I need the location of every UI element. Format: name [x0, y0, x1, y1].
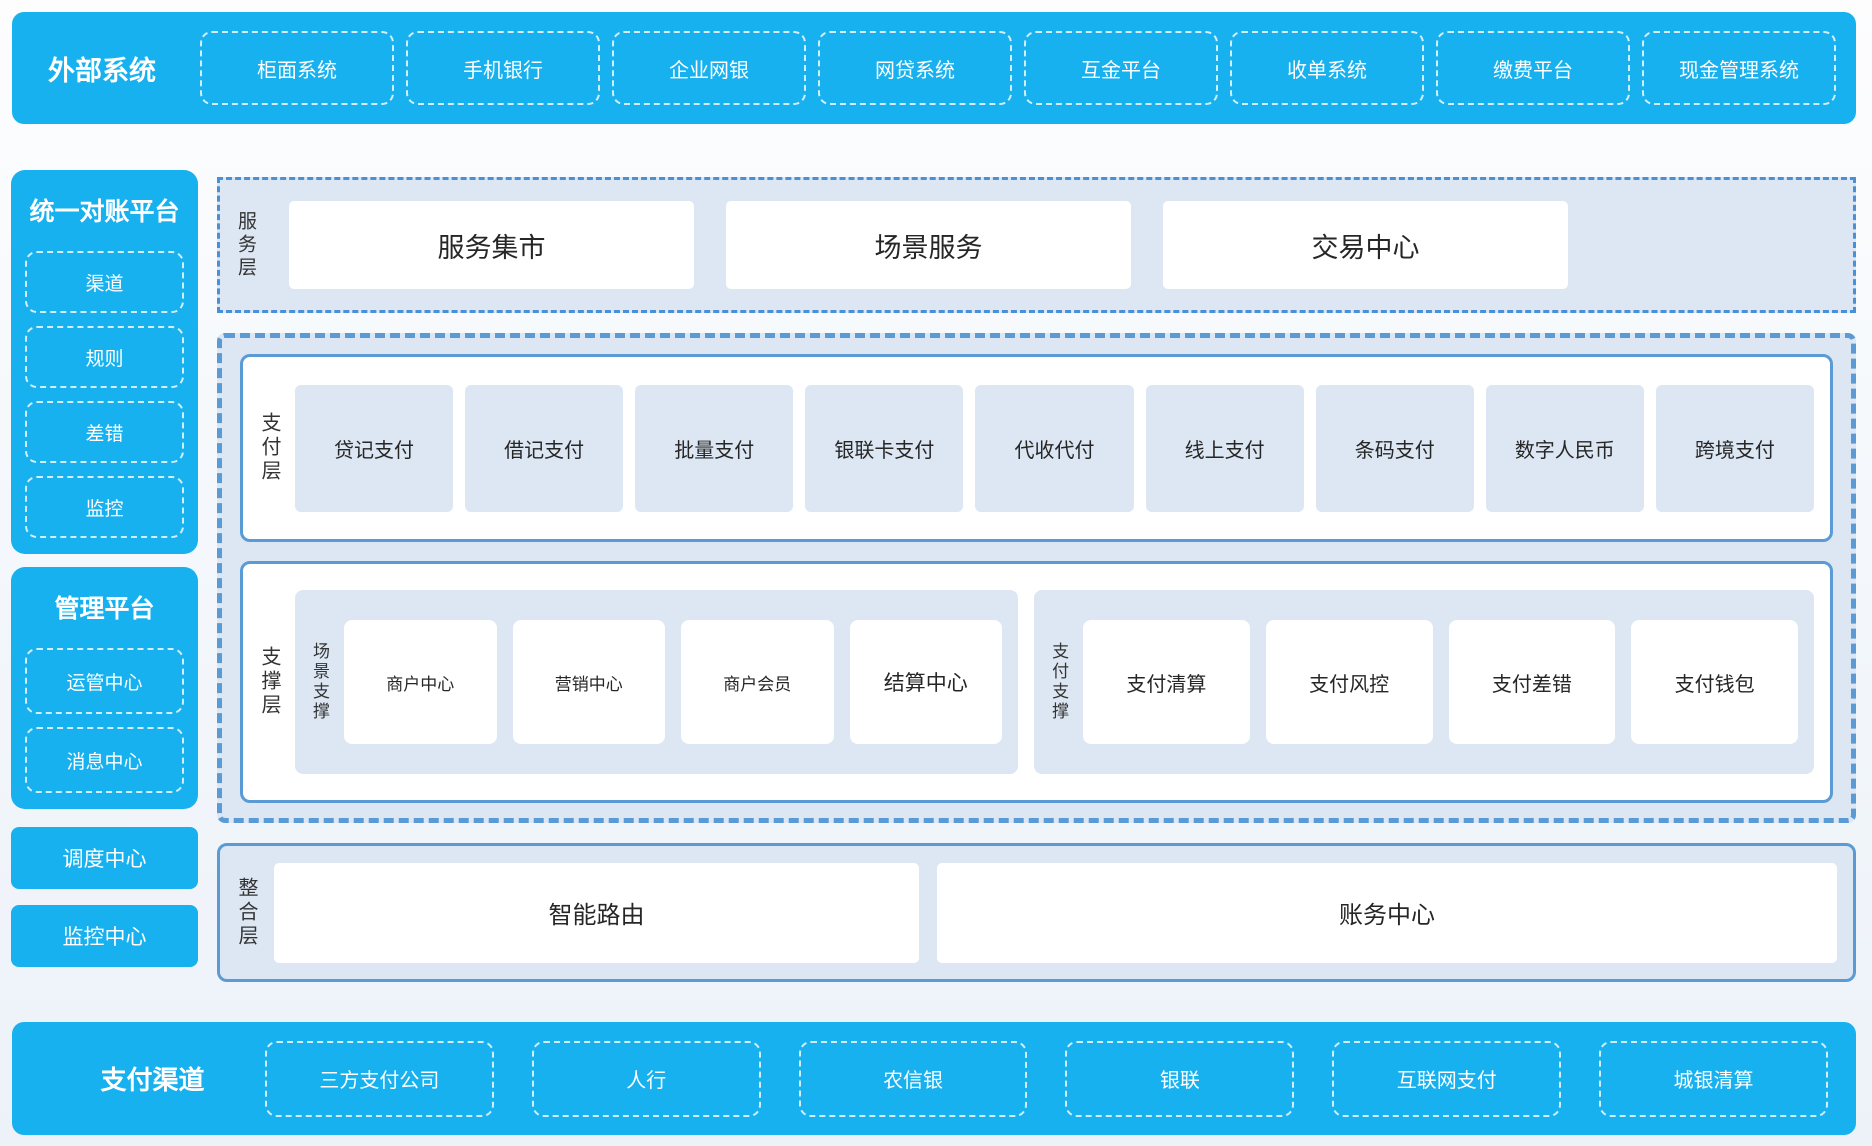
- dispatch-center-box: 调度中心: [11, 827, 198, 889]
- integration-layer-label: 整合层: [235, 876, 257, 949]
- payment-support-label: 支付支撑: [1049, 642, 1069, 722]
- sidebar-item: 运管中心: [25, 648, 184, 714]
- payment-layer-label: 支付层: [258, 412, 280, 484]
- payment-channels-items: 三方支付公司 人行 农信银 银联 互联网支付 城银清算: [265, 1040, 1828, 1117]
- payment-item: 借记支付: [465, 384, 624, 512]
- sidebar-item: 差错: [25, 401, 184, 463]
- integration-item: 智能路由: [274, 862, 919, 963]
- payment-channel-item: 农信银: [798, 1040, 1028, 1117]
- main-diagram-area: 服务层 服务集市 场景服务 交易中心 支付层 贷记支付 借记支付 批量支付 银联…: [217, 177, 1856, 982]
- support-item: 商户会员: [681, 620, 834, 744]
- external-systems-title: 外部系统: [48, 55, 156, 86]
- payment-channels-title: 支付渠道: [100, 1065, 205, 1095]
- external-system-item: 缴费平台: [1436, 31, 1630, 105]
- sidebar-item: 监控: [25, 476, 184, 538]
- external-system-item: 收单系统: [1230, 31, 1424, 105]
- payment-item: 银联卡支付: [805, 384, 964, 512]
- support-layer-label: 支撑层: [258, 646, 280, 718]
- integration-layer: 整合层 智能路由 账务中心: [217, 843, 1856, 982]
- management-platform-block: 管理平台 运管中心 消息中心: [11, 567, 198, 809]
- external-system-item: 互金平台: [1024, 31, 1218, 105]
- service-layer: 服务层 服务集市 场景服务 交易中心: [217, 177, 1856, 313]
- external-system-item: 柜面系统: [200, 31, 394, 105]
- payment-item: 代收代付: [975, 384, 1134, 512]
- payment-channels-bar: 支付渠道 三方支付公司 人行 农信银 银联 互联网支付 城银清算: [12, 1022, 1856, 1135]
- sidebar-item: 消息中心: [25, 727, 184, 793]
- payment-channel-item: 互联网支付: [1332, 1040, 1562, 1117]
- external-system-item: 现金管理系统: [1642, 31, 1836, 105]
- payment-item: 贷记支付: [295, 384, 454, 512]
- support-item: 商户中心: [344, 620, 497, 744]
- payment-item: 线上支付: [1145, 384, 1304, 512]
- integration-item: 账务中心: [937, 862, 1837, 963]
- external-system-item: 网贷系统: [818, 31, 1012, 105]
- external-system-item: 手机银行: [406, 31, 600, 105]
- support-item: 结算中心: [849, 620, 1003, 744]
- payment-item: 跨境支付: [1655, 384, 1814, 512]
- payment-item: 数字人民币: [1485, 384, 1644, 512]
- reconciliation-platform-title: 统一对账平台: [29, 198, 180, 226]
- payment-channel-item: 人行: [531, 1040, 761, 1117]
- scene-support-group: 场景支撑 商户中心 营销中心 商户会员 结算中心: [295, 590, 1019, 774]
- external-systems-items: 柜面系统 手机银行 企业网银 网贷系统 互金平台 收单系统 缴费平台 现金管理系…: [200, 31, 1836, 105]
- payment-channel-item: 银联: [1065, 1040, 1295, 1117]
- sidebar-item: 规则: [25, 326, 184, 388]
- left-sidebar: 统一对账平台 渠道 规则 差错 监控 管理平台 运管中心 消息中心 调度中心 监…: [11, 170, 198, 967]
- support-item: 支付清算: [1083, 620, 1250, 744]
- support-layer: 支撑层 场景支撑 商户中心 营销中心 商户会员 结算中心 支付支撑 支付清算 支…: [240, 561, 1833, 803]
- payment-item: 条码支付: [1315, 384, 1474, 512]
- support-item: 营销中心: [512, 620, 666, 744]
- monitor-center-box: 监控中心: [11, 905, 198, 967]
- payment-layer: 支付层 贷记支付 借记支付 批量支付 银联卡支付 代收代付 线上支付 条码支付 …: [240, 354, 1833, 542]
- reconciliation-platform-block: 统一对账平台 渠道 规则 差错 监控: [11, 170, 198, 554]
- scene-support-label: 场景支撑: [310, 642, 329, 722]
- management-platform-title: 管理平台: [54, 595, 155, 623]
- external-systems-bar: 外部系统 柜面系统 手机银行 企业网银 网贷系统 互金平台 收单系统 缴费平台 …: [12, 12, 1856, 124]
- core-layers-container: 支付层 贷记支付 借记支付 批量支付 银联卡支付 代收代付 线上支付 条码支付 …: [217, 333, 1856, 823]
- external-system-item: 企业网银: [612, 31, 806, 105]
- payment-support-group: 支付支撑 支付清算 支付风控 支付差错 支付钱包: [1034, 590, 1814, 774]
- payment-channel-item: 城银清算: [1599, 1040, 1828, 1117]
- support-item: 支付钱包: [1631, 620, 1798, 744]
- service-layer-label: 服务层: [235, 210, 256, 280]
- support-item: 支付风控: [1265, 620, 1433, 744]
- service-item: 交易中心: [1163, 201, 1568, 289]
- support-item: 支付差错: [1448, 620, 1616, 744]
- service-item: 服务集市: [289, 201, 694, 289]
- payment-item: 批量支付: [635, 384, 794, 512]
- sidebar-item: 渠道: [25, 251, 184, 313]
- payment-channel-item: 三方支付公司: [265, 1040, 494, 1117]
- service-item: 场景服务: [726, 201, 1131, 289]
